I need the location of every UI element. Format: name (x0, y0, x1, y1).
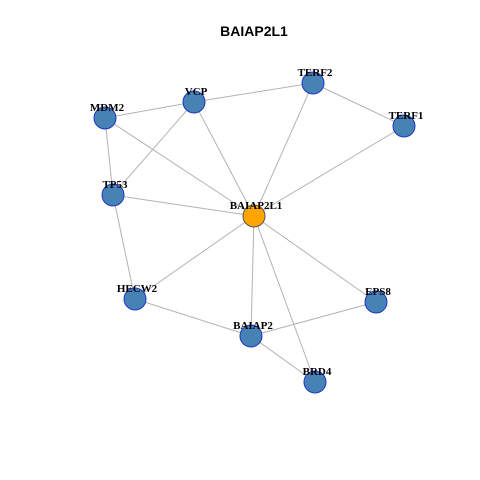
edge-mdm2-baiap2l1 (104, 117, 255, 217)
node-brd4: BRD4 (303, 366, 332, 394)
node-label-hecw2: HECW2 (117, 283, 158, 295)
node-circle-baiap2 (239, 324, 263, 348)
node-label-baiap2: BAIAP2 (233, 320, 273, 332)
node-vcp: VCP (182, 86, 208, 114)
diagram-title: BAIAP2L1 (220, 23, 288, 39)
node-circle-vcp (182, 90, 206, 114)
node-circle-eps8 (364, 290, 388, 314)
edge-terf1-baiap2l1 (253, 125, 405, 217)
node-label-tp53: TP53 (102, 179, 128, 191)
edge-layer (104, 82, 405, 383)
node-circle-terf2 (301, 71, 325, 95)
node-hecw2: HECW2 (117, 283, 158, 311)
node-terf1: TERF1 (389, 110, 424, 138)
edge-terf2-baiap2l1 (253, 82, 314, 217)
edge-tp53-hecw2 (112, 194, 136, 300)
node-label-terf1: TERF1 (389, 110, 424, 122)
node-label-vcp: VCP (185, 86, 208, 98)
edge-terf2-terf1 (312, 82, 405, 127)
node-baiap2: BAIAP2 (233, 320, 273, 348)
edge-vcp-terf2 (193, 82, 314, 103)
edge-brd4-baiap2l1 (253, 215, 316, 383)
node-circle-baiap2l1 (242, 204, 266, 228)
node-circle-tp53 (101, 183, 125, 207)
node-circle-mdm2 (93, 106, 117, 130)
node-eps8: EPS8 (364, 286, 391, 314)
node-label-baiap2l1: BAIAP2L1 (230, 200, 283, 212)
node-label-eps8: EPS8 (365, 286, 391, 298)
edge-tp53-baiap2l1 (112, 194, 255, 217)
edge-baiap2-eps8 (250, 301, 377, 337)
edge-baiap2-brd4 (250, 335, 316, 383)
node-baiap2l1: BAIAP2L1 (230, 200, 283, 228)
edge-mdm2-vcp (104, 101, 195, 119)
edge-vcp-tp53 (112, 101, 195, 196)
edge-mdm2-tp53 (104, 117, 114, 196)
edge-eps8-baiap2l1 (253, 215, 377, 303)
node-label-mdm2: MDM2 (90, 102, 125, 114)
node-circle-hecw2 (123, 287, 147, 311)
node-mdm2: MDM2 (90, 102, 125, 130)
node-terf2: TERF2 (298, 67, 333, 95)
node-label-terf2: TERF2 (298, 67, 333, 79)
edge-baiap2-baiap2l1 (250, 215, 255, 337)
node-tp53: TP53 (101, 179, 128, 207)
edge-vcp-baiap2l1 (193, 101, 255, 217)
node-circle-brd4 (303, 370, 327, 394)
edge-hecw2-baiap2l1 (134, 215, 255, 300)
node-label-brd4: BRD4 (303, 366, 332, 378)
node-circle-terf1 (392, 114, 416, 138)
edge-hecw2-baiap2 (134, 298, 252, 337)
